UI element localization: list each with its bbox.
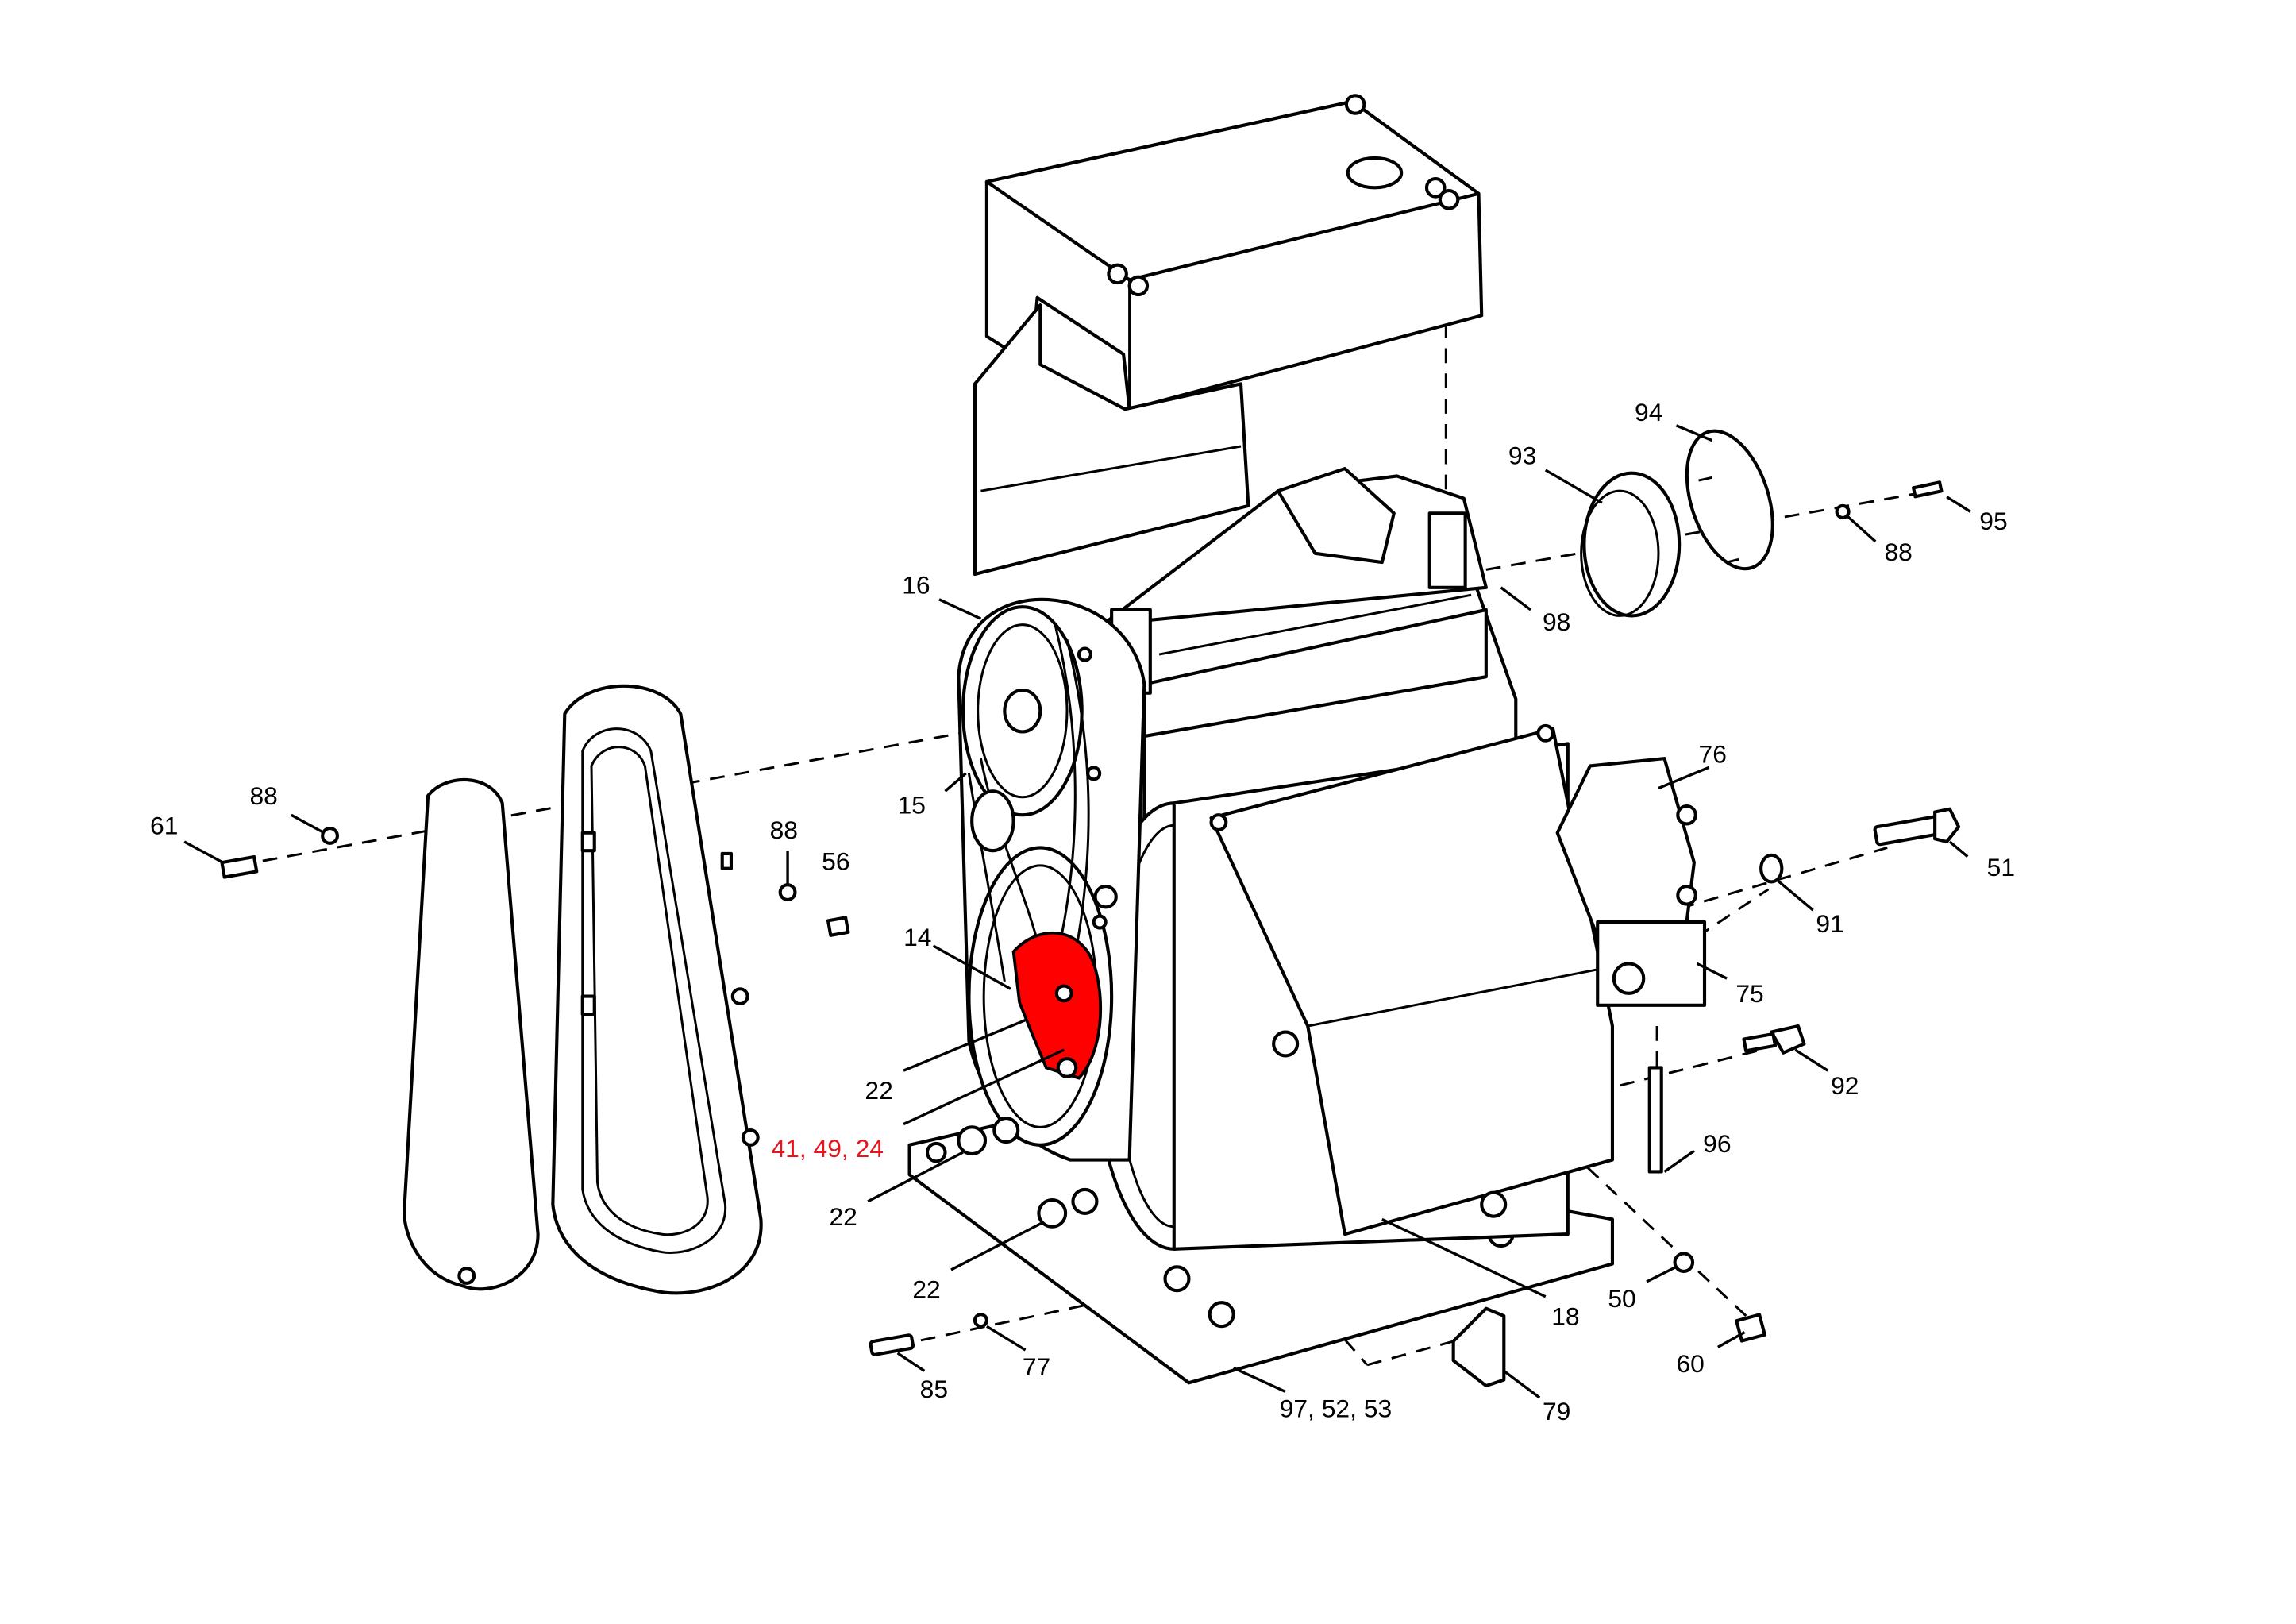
- belt-drive: [957, 597, 1146, 1162]
- callout-75: 75: [1735, 979, 1763, 1008]
- fasteners: [220, 480, 1961, 1356]
- callout-88: 88: [770, 816, 798, 844]
- callout-56: 56: [822, 847, 849, 876]
- callout-16: 16: [902, 570, 930, 599]
- callout-88: 88: [249, 781, 277, 810]
- belt-cover-outer: [551, 684, 763, 1295]
- gearbox-block: [1209, 723, 1707, 1236]
- callout-76: 76: [1699, 740, 1727, 769]
- upper-housing-cover: [973, 94, 1484, 577]
- callout-22: 22: [829, 1202, 857, 1231]
- callout-96: 96: [1703, 1129, 1731, 1158]
- callout-51: 51: [1987, 853, 2015, 881]
- callout-91: 91: [1816, 909, 1843, 938]
- callout-labels: 94 93 95 88 98 16 76 15 61 88 88 56 51 9…: [150, 398, 2015, 1425]
- callout-79: 79: [1543, 1397, 1570, 1425]
- highlighted-part-41-49-24: [1011, 931, 1103, 1080]
- callout-98: 98: [1543, 608, 1570, 636]
- leader-lines: [183, 424, 1971, 1399]
- callout-94: 94: [1635, 398, 1662, 426]
- bracket-79: [1451, 1306, 1506, 1388]
- callout-85: 85: [920, 1375, 948, 1403]
- callout-15: 15: [898, 790, 926, 819]
- callout-50: 50: [1608, 1284, 1635, 1313]
- callout-97-52-53: 97, 52, 53: [1280, 1394, 1393, 1422]
- callout-88: 88: [1884, 538, 1912, 566]
- callout-18: 18: [1551, 1302, 1579, 1330]
- callout-93: 93: [1508, 441, 1536, 469]
- callout-22: 22: [865, 1076, 892, 1105]
- bearing-ring-93: [1580, 471, 1682, 618]
- end-cap-94: [1685, 429, 1774, 571]
- callout-22: 22: [912, 1275, 940, 1304]
- belt-cover-plate: [403, 777, 540, 1291]
- callout-60: 60: [1676, 1349, 1704, 1378]
- callout-41-49-24: 41, 49, 24: [771, 1134, 884, 1163]
- callout-92: 92: [1831, 1071, 1859, 1100]
- callout-14: 14: [903, 923, 931, 951]
- callout-77: 77: [1023, 1352, 1050, 1381]
- callout-61: 61: [150, 812, 178, 840]
- callout-95: 95: [1979, 507, 2007, 535]
